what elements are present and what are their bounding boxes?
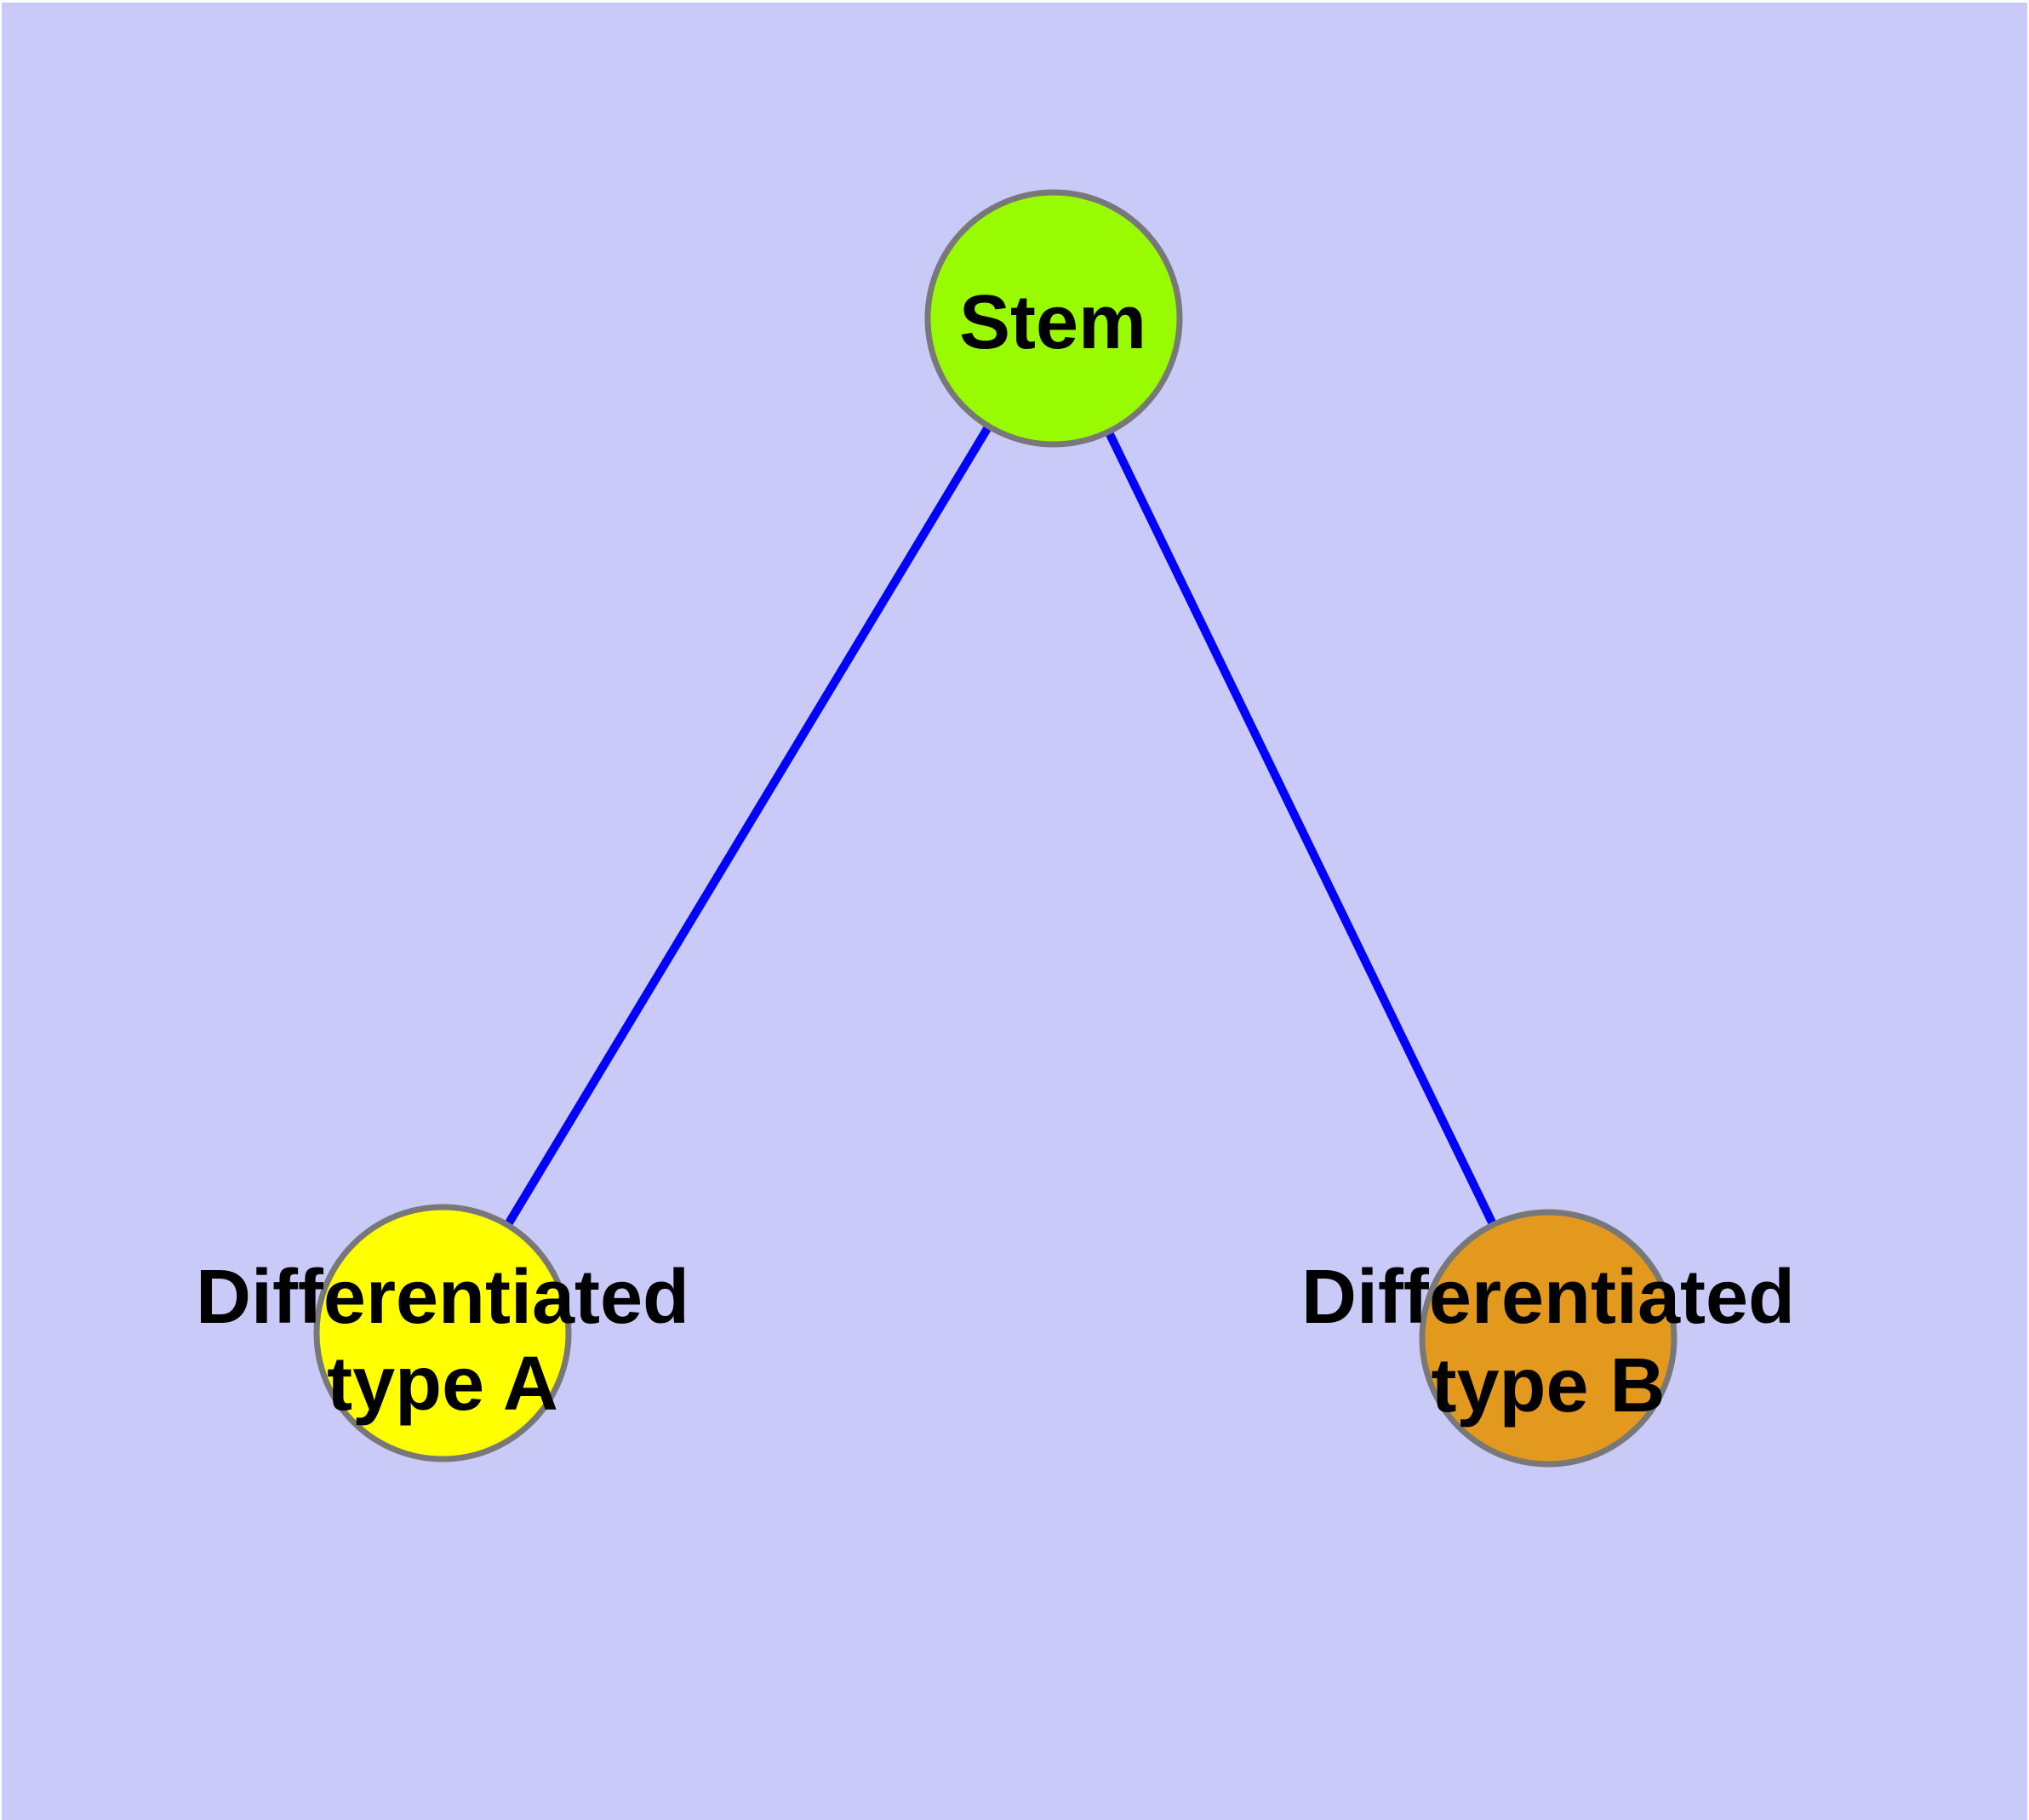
- node-stem: [924, 189, 1183, 448]
- node-differentiated-type-b: [1419, 1209, 1677, 1468]
- node-differentiated-type-a: [313, 1204, 572, 1462]
- edge-stem-to-type-a: [438, 316, 1058, 1336]
- edge-stem-to-type-b: [1049, 316, 1552, 1341]
- node-differentiated-type-a-label-line1: Differentiated: [196, 1255, 689, 1340]
- node-differentiated-type-a-label-line2: type A: [327, 1342, 558, 1427]
- node-differentiated-type-b-label-line1: Differentiated: [1301, 1255, 1795, 1340]
- node-differentiated-type-b-label-line2: type B: [1431, 1343, 1665, 1428]
- node-stem-label: Stem: [959, 280, 1146, 365]
